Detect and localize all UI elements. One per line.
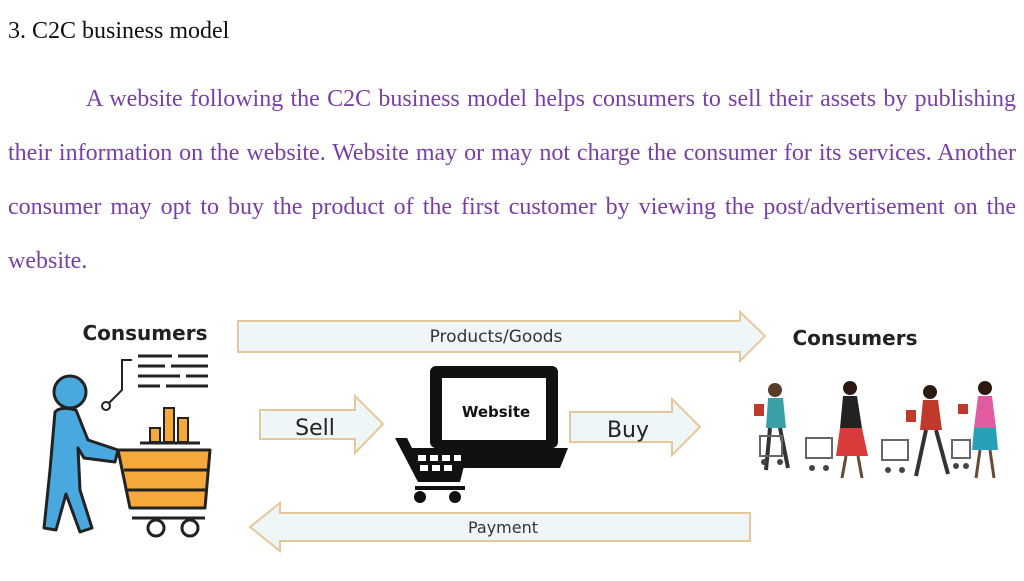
- products-goods-arrow: Products/Goods: [237, 309, 767, 364]
- buy-label: Buy: [607, 418, 649, 443]
- website-label: Website: [462, 403, 530, 421]
- c2c-diagram: Products/Goods Sell Buy Payment Consumer…: [0, 296, 1024, 576]
- description-paragraph: A website following the C2C business mod…: [8, 86, 1016, 274]
- shoppers-icon: [754, 381, 998, 479]
- payment-label: Payment: [468, 518, 538, 537]
- payment-arrow: Payment: [248, 500, 751, 554]
- slide-heading: 3. C2C business model: [8, 18, 230, 44]
- products-goods-label: Products/Goods: [430, 327, 563, 347]
- sell-arrow: Sell: [259, 393, 385, 456]
- laptop-cart-icon: Website: [395, 366, 568, 503]
- buy-arrow: Buy: [569, 396, 702, 458]
- right-consumers-label: Consumers: [793, 326, 918, 350]
- seller-cart-icon: [42, 354, 212, 538]
- left-consumers-label: Consumers: [83, 321, 208, 345]
- sell-label: Sell: [295, 416, 335, 441]
